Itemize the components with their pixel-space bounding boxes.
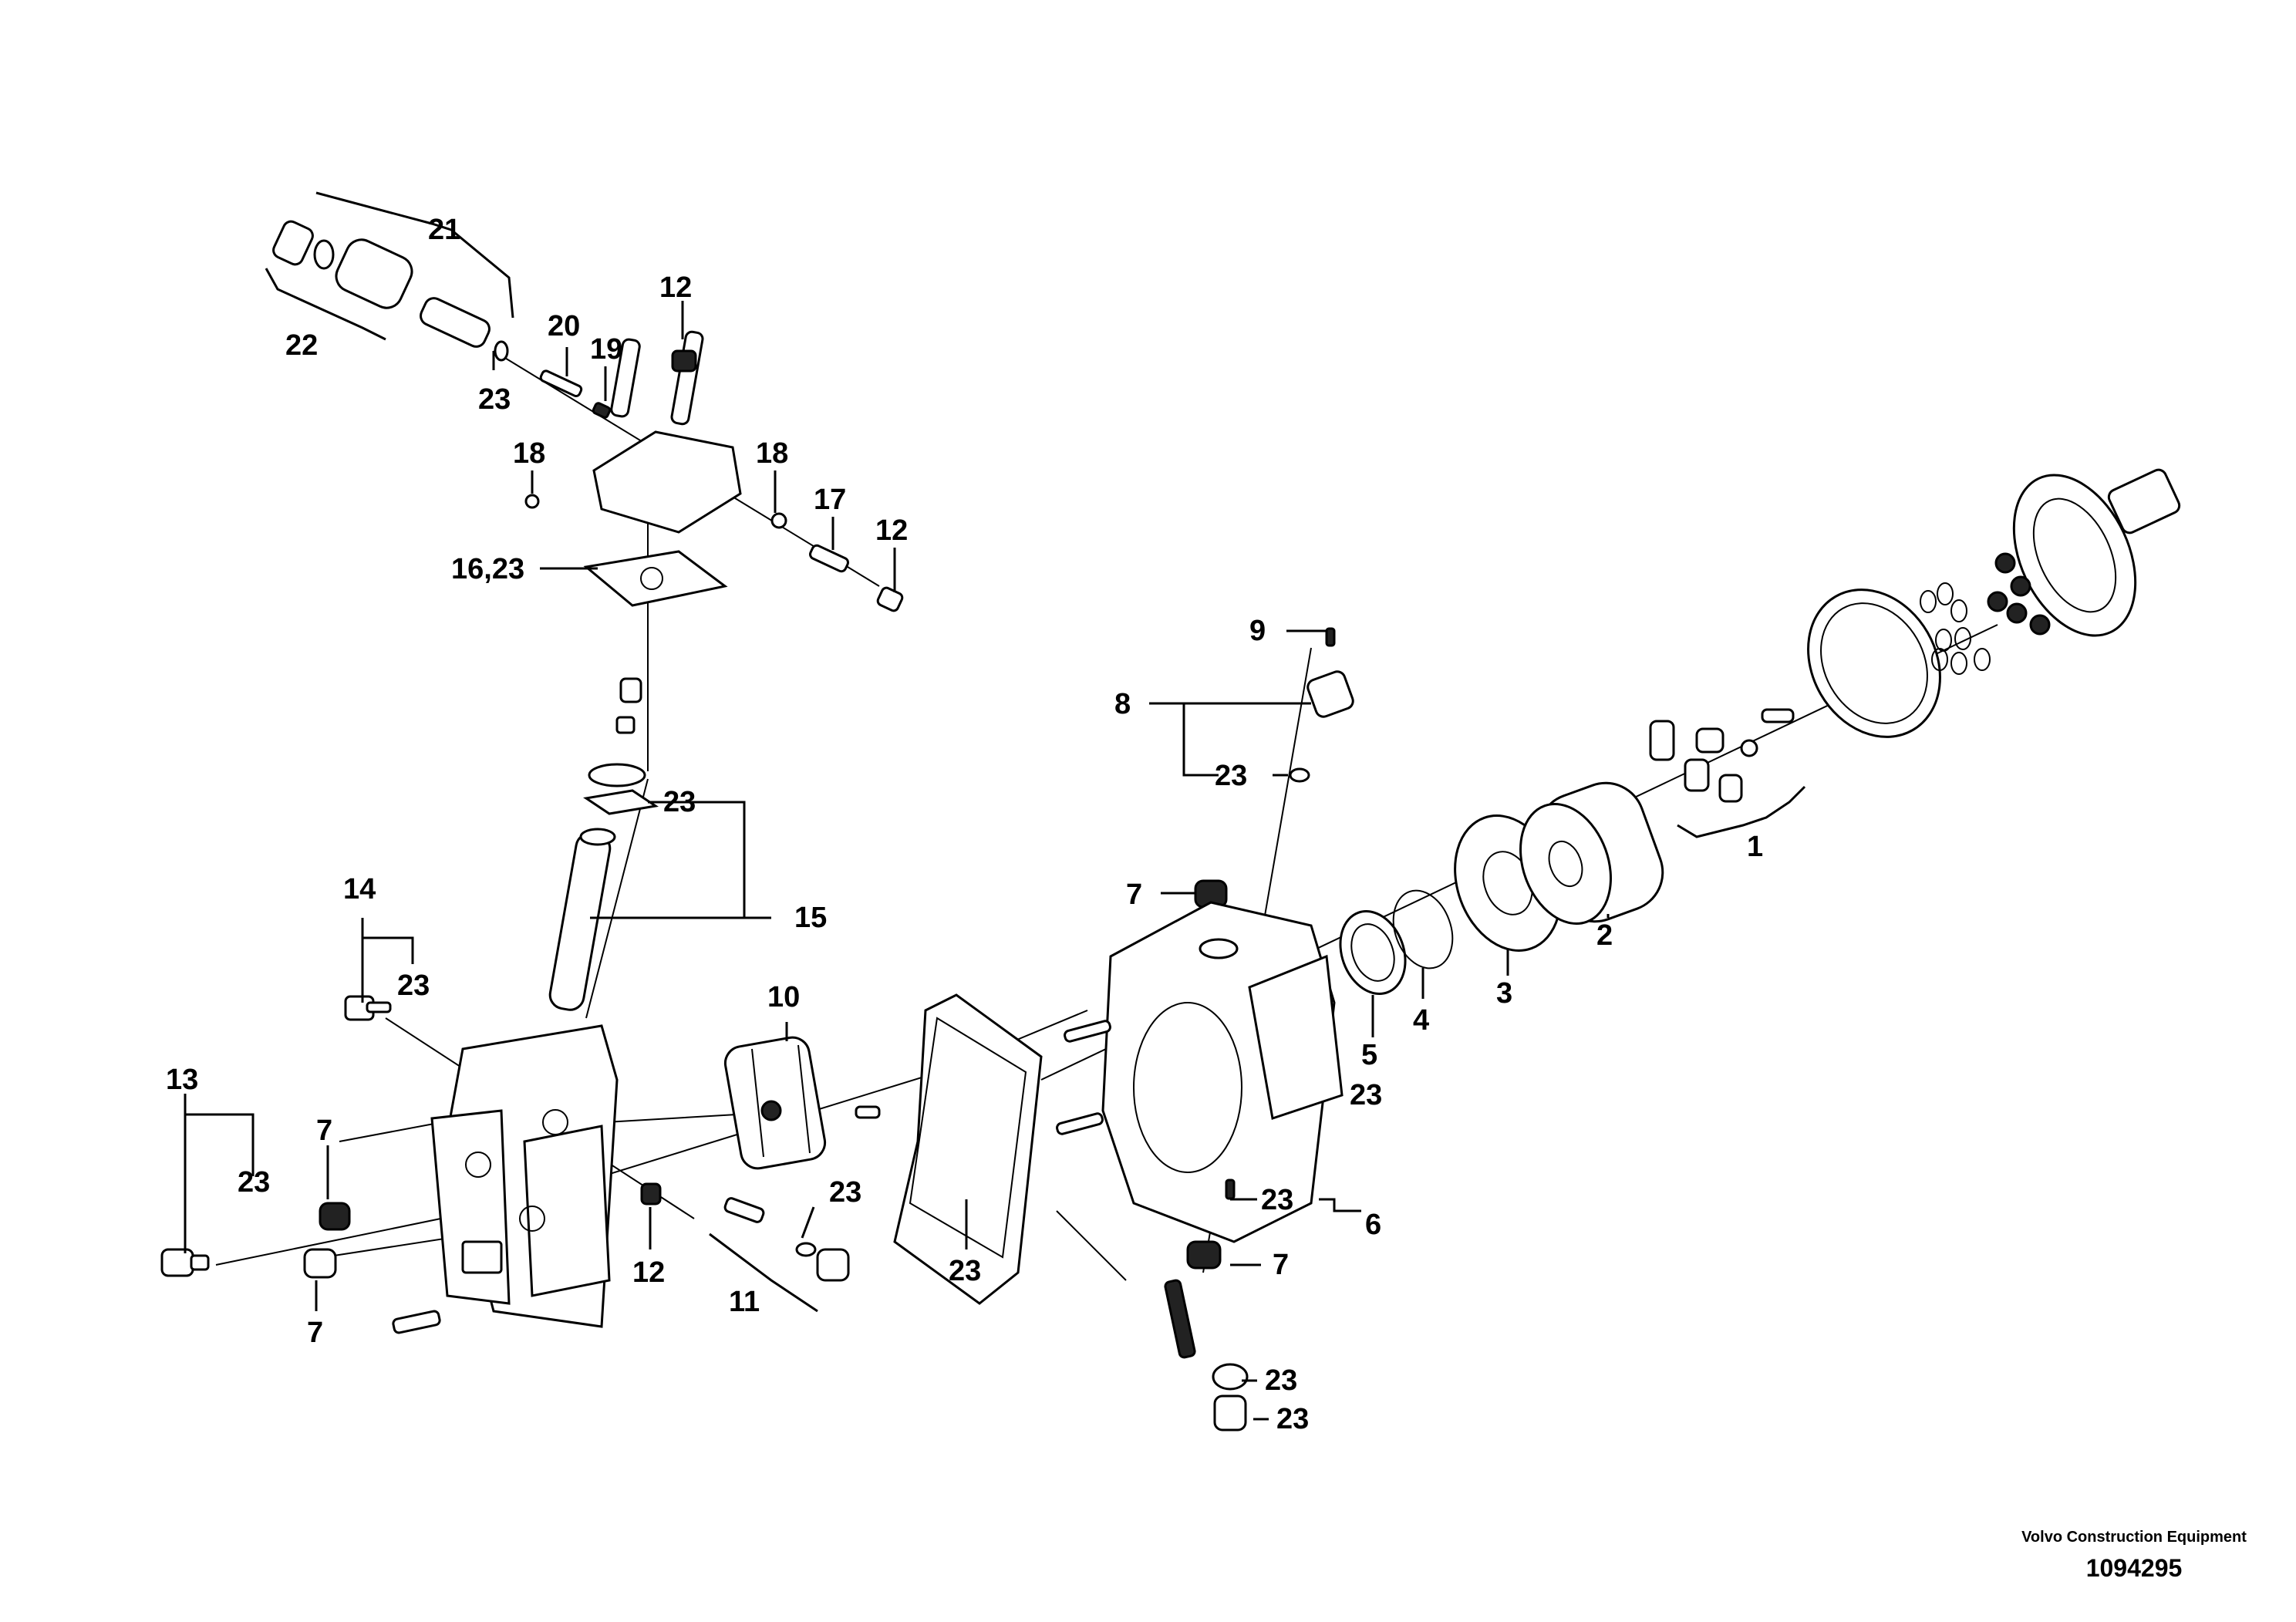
part-drive-shaft-assembly (1987, 468, 2181, 637)
callout-1: 1 (1747, 831, 1763, 863)
part-7-plugs (303, 879, 1228, 1279)
part-ring-gear (1807, 588, 1941, 738)
part-o-rings (1920, 582, 1991, 675)
callout-20: 20 (548, 310, 580, 342)
label-leaders (184, 191, 1806, 1421)
callout-14: 14 (343, 873, 376, 905)
callout-7-housing-top: 7 (1126, 878, 1142, 911)
callout-23-gasket-top: 23 (663, 786, 696, 818)
callout-18-right: 18 (756, 437, 788, 470)
callout-11: 11 (729, 1286, 760, 1318)
part-5-seal (1339, 910, 1407, 995)
callout-23-fitting11: 23 (829, 1176, 861, 1209)
callout-12-top: 12 (659, 271, 692, 304)
callout-15: 15 (794, 902, 827, 934)
callout-7-left-top: 7 (316, 1114, 332, 1147)
callout-2: 2 (1596, 919, 1613, 952)
callout-10: 10 (767, 981, 800, 1013)
callout-5: 5 (1361, 1039, 1377, 1071)
part-16-gasket (583, 550, 728, 607)
part-top-valve-block (524, 330, 904, 612)
callout-6: 6 (1365, 1209, 1381, 1241)
part-19-20-pins (539, 369, 612, 419)
part-14-screw (344, 995, 392, 1021)
part-8-sensor (1289, 627, 1354, 783)
part-15-tube (548, 828, 616, 1011)
part-pump-housing (1056, 901, 1344, 1243)
callout-4: 4 (1413, 1004, 1429, 1037)
callout-23-bottom-upper: 23 (1265, 1364, 1297, 1397)
callout-23-pin6: 23 (1261, 1184, 1293, 1216)
part-bottom-rod (1164, 1279, 1249, 1431)
callout-7-housing-bottom: 7 (1273, 1249, 1289, 1281)
callout-labels: 21 22 23 20 19 12 18 18 17 12 16,23 23 1… (166, 214, 1763, 1435)
part-control-housing (430, 1024, 619, 1328)
callout-23-seal5: 23 (1350, 1079, 1382, 1111)
part-6-pin (1225, 1179, 1236, 1200)
callout-23-plug13: 23 (238, 1166, 270, 1199)
callout-23-housing-gasket: 23 (949, 1255, 981, 1287)
callout-12-right: 12 (875, 514, 908, 547)
callout-17: 17 (814, 484, 846, 516)
callout-22: 22 (285, 329, 318, 362)
callout-8: 8 (1114, 688, 1131, 720)
part-bolt-bottom (392, 1310, 441, 1334)
part-23-housing-gasket (893, 993, 1043, 1305)
callout-9: 9 (1249, 615, 1266, 647)
callout-7-left-bottom: 7 (307, 1317, 323, 1349)
callout-18-left: 18 (513, 437, 545, 470)
callout-23-screw14: 23 (397, 969, 430, 1002)
callout-23-sensor8: 23 (1215, 760, 1247, 792)
drawing-caption: Volvo Construction Equipment 1094295 (2018, 1528, 2250, 1585)
part-12-screws (640, 1182, 662, 1206)
part-2-cylinder-block (1519, 781, 1664, 925)
part-4-ring (1392, 889, 1454, 969)
part-11-fitting (723, 1197, 850, 1282)
part-fitting-column (583, 677, 659, 815)
callout-16-23: 16,23 (451, 553, 524, 585)
callout-21: 21 (428, 214, 460, 246)
callout-23-bottom-lower: 23 (1276, 1403, 1309, 1435)
part-13-plug (160, 1248, 210, 1277)
callout-19: 19 (590, 333, 622, 366)
callout-13: 13 (166, 1064, 198, 1096)
part-21-22-sleeve-assembly (272, 220, 509, 362)
callout-3: 3 (1496, 977, 1512, 1010)
callout-23-pin: 23 (478, 383, 511, 416)
part-1-pistons (1649, 708, 1795, 803)
company-name: Volvo Construction Equipment (2021, 1529, 2247, 1546)
callout-12-bottom: 12 (632, 1256, 665, 1289)
parts (160, 220, 2181, 1431)
part-10-valve-body (723, 1036, 881, 1170)
drawing-number: 1094295 (2085, 1554, 2183, 1582)
